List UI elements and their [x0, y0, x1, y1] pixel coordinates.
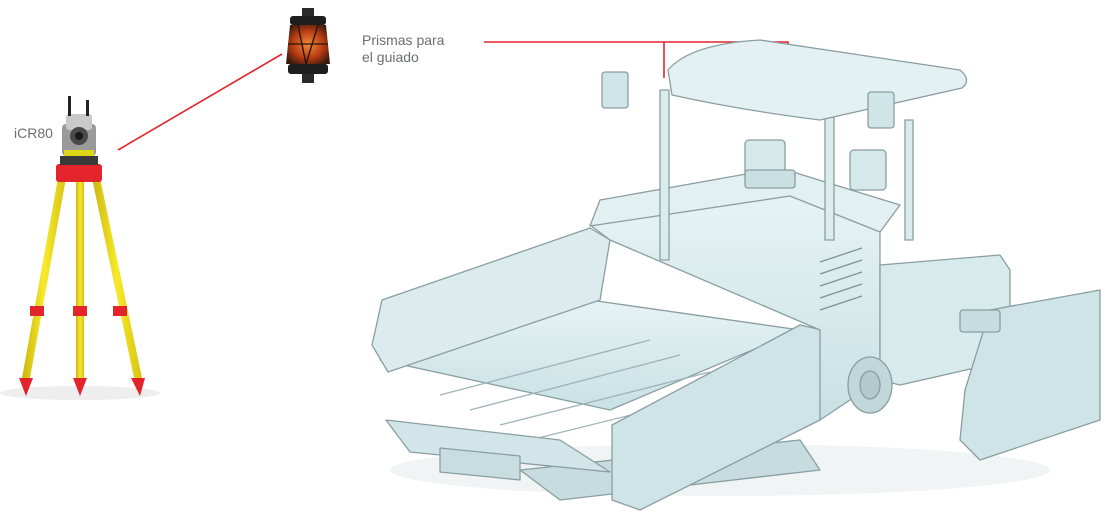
- instrument-label: iCR80: [14, 125, 53, 141]
- tripod-leg-right: [92, 178, 142, 378]
- asphalt-paver-illustration: [371, 39, 1101, 511]
- prism-label: Prismas para el guiado: [362, 32, 444, 66]
- canopy-roof: [667, 39, 968, 121]
- tripod-leg-center: [76, 180, 84, 378]
- total-station-icon: [62, 96, 96, 156]
- leader-line-instrument-to-prism: [117, 53, 283, 151]
- tripod-leg-left: [22, 178, 66, 378]
- 360-prism-icon: [286, 8, 330, 83]
- prism-label-line-1: Prismas para: [362, 32, 445, 48]
- tripod: [0, 96, 160, 400]
- tripod-head: [56, 164, 102, 182]
- prism-label-line-2: el guiado: [362, 49, 419, 65]
